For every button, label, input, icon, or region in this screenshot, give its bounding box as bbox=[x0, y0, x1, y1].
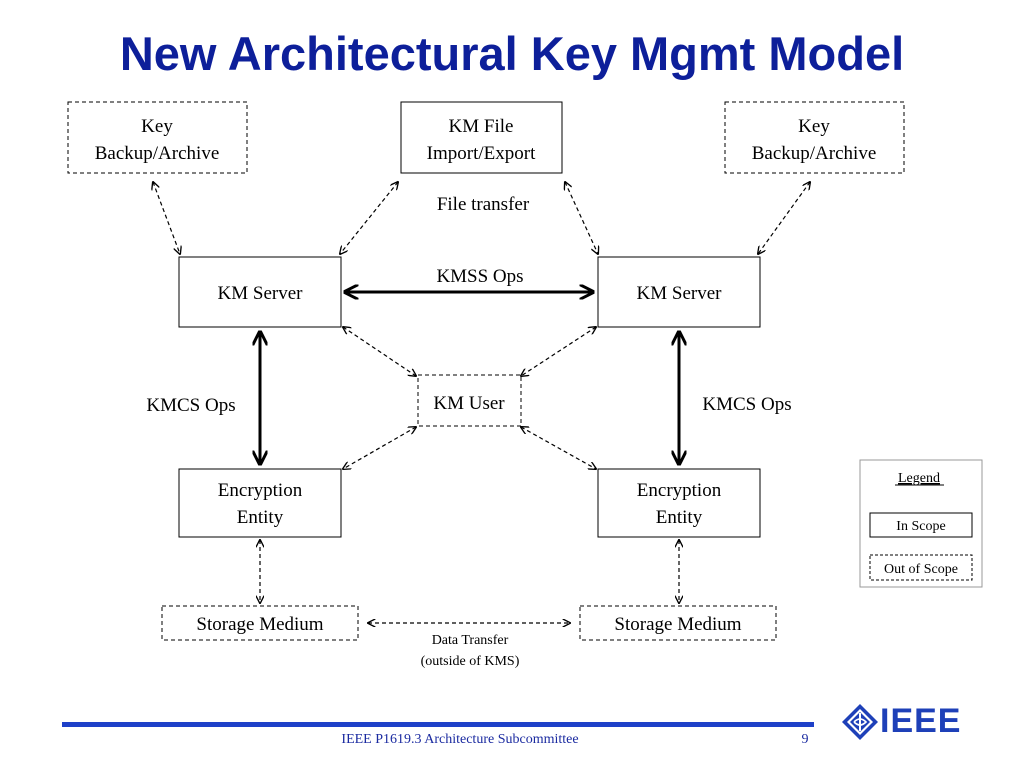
connector-kmfile-server-left bbox=[340, 182, 398, 254]
footer-divider bbox=[62, 722, 814, 727]
encryption-right-line1: Encryption bbox=[637, 480, 722, 501]
connector-server-right-user bbox=[521, 327, 596, 376]
storage-left-box: Storage Medium bbox=[161, 605, 359, 641]
storage-right-box: Storage Medium bbox=[579, 605, 777, 641]
km-server-right-box: KM Server bbox=[597, 256, 761, 328]
key-backup-right-box: Key Backup/Archive bbox=[724, 101, 905, 174]
ieee-logo-text: IEEE bbox=[880, 702, 962, 740]
kmcs-ops-right-label: KMCS Ops bbox=[702, 394, 791, 415]
data-transfer-label-line2: (outside of KMS) bbox=[421, 654, 520, 669]
encryption-right-line2: Entity bbox=[656, 507, 703, 528]
page-title: New Architectural Key Mgmt Model bbox=[119, 27, 905, 80]
connector-server-left-user bbox=[343, 327, 416, 376]
km-file-box: KM File Import/Export bbox=[400, 101, 563, 174]
footer-text: IEEE P1619.3 Architecture Subcommittee bbox=[341, 732, 579, 747]
storage-right-label: Storage Medium bbox=[614, 614, 741, 635]
km-server-left-label: KM Server bbox=[218, 283, 304, 304]
key-backup-left-box: Key Backup/Archive bbox=[67, 101, 248, 174]
connector-backup-left-server bbox=[153, 182, 180, 254]
legend-in-scope-swatch bbox=[869, 512, 973, 538]
storage-left-label: Storage Medium bbox=[196, 614, 323, 635]
page-number: 9 bbox=[801, 732, 809, 747]
km-file-line1: KM File bbox=[449, 116, 514, 137]
encryption-left-line2: Entity bbox=[237, 507, 284, 528]
legend-in-scope-label: In Scope bbox=[896, 519, 945, 534]
km-user-box: KM User bbox=[417, 374, 522, 427]
km-file-line2: Import/Export bbox=[427, 143, 536, 164]
connector-backup-right-server bbox=[758, 182, 810, 254]
connector-user-encryption-left bbox=[343, 427, 416, 469]
legend-out-of-scope-label: Out of Scope bbox=[884, 562, 958, 577]
kmss-ops-label: KMSS Ops bbox=[436, 266, 523, 287]
legend: Legend In Scope Out of Scope bbox=[859, 459, 983, 588]
legend-title: Legend bbox=[898, 471, 940, 486]
ieee-diamond-icon bbox=[842, 704, 878, 740]
ieee-logo: IEEE bbox=[840, 700, 970, 744]
data-transfer-label-line1: Data Transfer bbox=[432, 633, 509, 648]
kmcs-ops-left-label: KMCS Ops bbox=[146, 395, 235, 416]
encryption-left-box: Encryption Entity bbox=[178, 468, 342, 538]
encryption-left-line1: Encryption bbox=[218, 480, 303, 501]
key-backup-right-line2: Backup/Archive bbox=[752, 143, 877, 164]
file-transfer-label: File transfer bbox=[437, 194, 530, 215]
km-server-left-box: KM Server bbox=[178, 256, 342, 328]
key-backup-left-line2: Backup/Archive bbox=[95, 143, 220, 164]
km-user-label: KM User bbox=[433, 393, 505, 414]
key-backup-right-line1: Key bbox=[798, 116, 830, 137]
connector-user-encryption-right bbox=[521, 427, 596, 469]
legend-out-of-scope-swatch bbox=[869, 554, 973, 581]
key-backup-left-line1: Key bbox=[141, 116, 173, 137]
encryption-right-box: Encryption Entity bbox=[597, 468, 761, 538]
km-server-right-label: KM Server bbox=[637, 283, 723, 304]
connector-kmfile-server-right bbox=[565, 182, 598, 254]
